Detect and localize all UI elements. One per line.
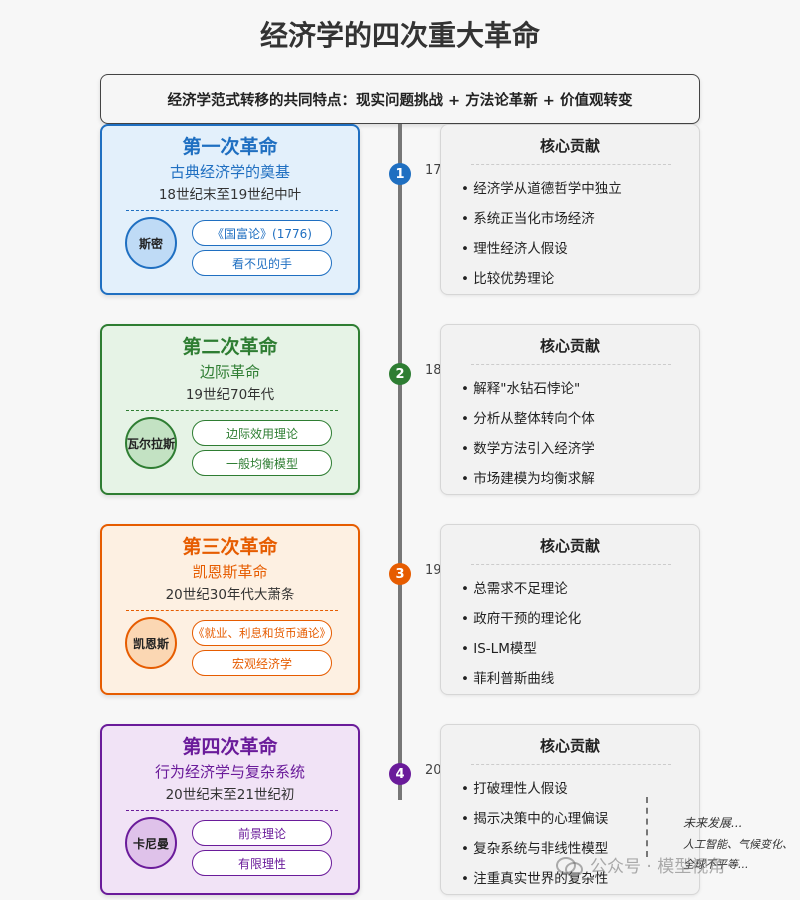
watermark-text: 公众号 · 模型视角 [590,857,726,877]
economist-avatar: 瓦尔拉斯 [125,417,177,469]
contribution-card-1: 核心贡献 • 经济学从道德哲学中独立 • 系统正当化市场经济 • 理性经济人假设… [440,124,700,295]
contribution-item: • 经济学从道德哲学中独立 [461,181,622,197]
contribution-item: • 理性经济人假设 [461,241,568,257]
contribution-item: • 分析从整体转向个体 [461,411,595,427]
key-work-tag: 一般均衡模型 [192,450,332,476]
revolution-title: 第一次革命 [182,136,278,158]
key-work-tag: 有限理性 [192,850,332,876]
watermark: 公众号 · 模型视角 [556,852,725,877]
key-work-tag: 前景理论 [192,820,332,846]
contribution-item: • 市场建模为均衡求解 [461,471,595,487]
key-work-tag: 看不见的手 [192,250,332,276]
revolution-period: 19世纪70年代 [185,387,275,403]
revolution-card-1: 第一次革命 古典经济学的奠基 18世纪末至19世纪中叶 斯密 《国富论》(177… [100,124,360,295]
contribution-item: • 解释"水钻石悖论" [461,381,581,397]
timeline-node-2: 2 [389,363,411,385]
timeline-node-4: 4 [389,763,411,785]
contribution-item: • 政府干预的理论化 [461,611,582,627]
revolution-card-3: 第三次革命 凯恩斯革命 20世纪30年代大萧条 凯恩斯 《就业、利息和货币通论》… [100,524,360,695]
divider [126,610,338,611]
revolution-card-2: 第二次革命 边际革命 19世纪70年代 瓦尔拉斯 边际效用理论 一般均衡模型 [100,324,360,495]
contribution-card-3: 核心贡献 • 总需求不足理论 • 政府干预的理论化 • IS-LM模型 • 菲利… [440,524,700,695]
economist-avatar: 凯恩斯 [125,617,177,669]
wechat-icon [556,855,583,877]
revolution-title: 第二次革命 [182,336,278,358]
future-dashed-line [646,797,648,857]
contribution-item: • 打破理性人假设 [461,781,568,797]
contribution-heading: 核心贡献 [539,137,600,155]
common-features-banner: 经济学范式转移的共同特点：现实问题挑战 + 方法论革新 + 价值观转变 [100,74,700,124]
revolution-period: 20世纪末至21世纪初 [165,787,295,803]
page-title: 经济学的四次重大革命 [259,19,540,52]
key-work-tag: 《国富论》(1776) [192,220,332,246]
revolution-subtitle: 行为经济学与复杂系统 [154,763,305,781]
contribution-item: • 数学方法引入经济学 [461,441,595,457]
timeline-year-label: 17 [425,163,442,178]
contribution-item: • IS-LM模型 [461,641,537,657]
revolution-card-4: 第四次革命 行为经济学与复杂系统 20世纪末至21世纪初 卡尼曼 前景理论 有限… [100,724,360,895]
contribution-item: • 揭示决策中的心理偏误 [461,811,609,827]
revolution-subtitle: 凯恩斯革命 [192,563,268,581]
timeline-node-3: 3 [389,563,411,585]
contribution-item: • 系统正当化市场经济 [461,211,595,227]
revolution-title: 第四次革命 [182,736,278,758]
timeline-year-label: 20 [425,763,442,778]
economist-avatar: 斯密 [125,217,177,269]
revolution-title: 第三次革命 [182,536,278,558]
contribution-item: • 比较优势理论 [461,271,555,287]
future-development-title: 未来发展... [683,816,743,830]
contribution-card-2: 核心贡献 • 解释"水钻石悖论" • 分析从整体转向个体 • 数学方法引入经济学… [440,324,700,495]
divider [471,164,671,165]
divider [471,764,671,765]
divider [126,410,338,411]
contribution-heading: 核心贡献 [539,737,600,755]
future-development-text: 人工智能、气候变化、全球不平等... [683,838,793,871]
divider [126,210,338,211]
revolution-period: 20世纪30年代大萧条 [165,587,295,603]
divider [471,564,671,565]
revolution-subtitle: 边际革命 [199,363,260,381]
divider [471,364,671,365]
contribution-heading: 核心贡献 [539,537,600,555]
timeline-year-label: 19 [425,563,442,578]
contribution-item: • 复杂系统与非线性模型 [461,841,609,857]
timeline-year-label: 18 [425,363,442,378]
contribution-item: • 菲利普斯曲线 [461,671,555,687]
key-work-tag: 宏观经济学 [192,650,332,676]
economist-avatar: 卡尼曼 [125,817,177,869]
contribution-heading: 核心贡献 [539,337,600,355]
revolution-period: 18世纪末至19世纪中叶 [158,187,302,203]
key-work-tag: 边际效用理论 [192,420,332,446]
revolution-subtitle: 古典经济学的奠基 [169,163,290,181]
divider [126,810,338,811]
timeline-node-1: 1 [389,163,411,185]
key-work-tag: 《就业、利息和货币通论》 [192,620,332,646]
contribution-item: • 总需求不足理论 [461,581,568,597]
timeline-line [398,124,402,800]
